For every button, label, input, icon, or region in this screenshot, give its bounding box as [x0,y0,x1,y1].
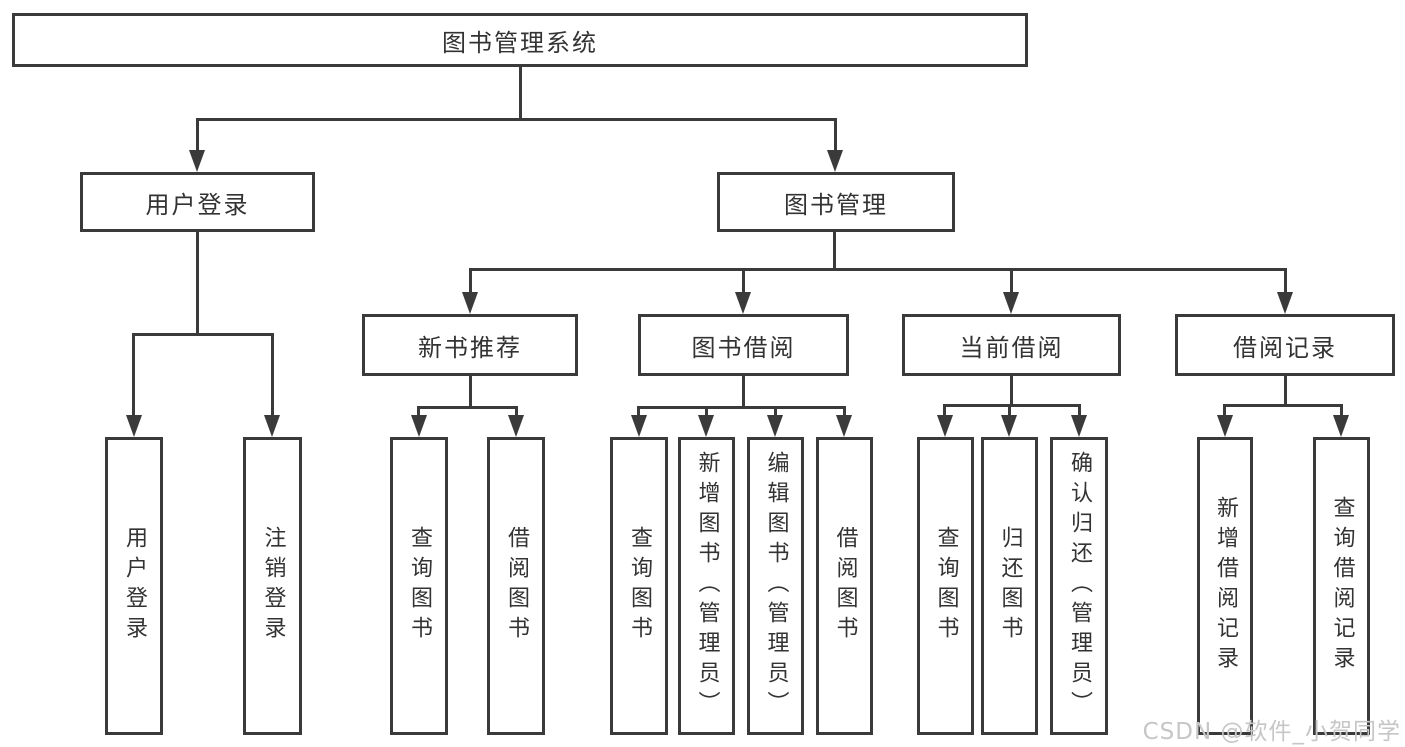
arrow-down-icon [462,292,478,314]
leaf-borrow-books: 借阅图书 [816,437,873,735]
arrow-down-icon [937,415,953,437]
node-borrow-records: 借阅记录 [1175,314,1395,376]
leaf-add-books-admin-label: 新增图书（管理员） [694,451,720,721]
connector-line [515,406,518,417]
leaf-borrow-books-label: 借阅图书 [832,526,858,646]
leaf-query-books-borrowing-label: 查询图书 [627,526,652,646]
connector-line [705,406,708,417]
connector-line [469,376,472,409]
arrow-down-icon [836,415,852,437]
node-user-login: 用户登录 [80,172,315,232]
arrow-down-icon [264,415,280,437]
leaf-add-borrow-record-label: 新增借阅记录 [1213,496,1238,676]
connector-line [742,376,745,409]
node-book-management: 图书管理 [717,172,955,232]
connector-line [519,65,522,120]
connector-line [417,406,420,417]
connector-line [132,333,135,417]
connector-line [943,404,946,417]
connector-line [774,406,777,417]
csdn-watermark: CSDN @软件_小贺同学 [1142,719,1401,745]
node-root-system: 图书管理系统 [12,13,1028,67]
leaf-edit-books-admin: 编辑图书（管理员） [747,437,804,735]
arrow-down-icon [411,415,427,437]
arrow-down-icon [1003,292,1019,314]
node-root-label: 图书管理系统 [442,28,598,57]
leaf-query-books-borrowing: 查询图书 [610,437,668,735]
leaf-user-login-label: 用户登录 [122,526,147,646]
connector-line [1010,376,1013,407]
leaf-query-books-current: 查询图书 [917,437,974,735]
leaf-logout: 注销登录 [243,437,302,735]
connector-line [637,406,640,417]
node-book-management-label: 图书管理 [784,190,888,219]
arrow-down-icon [1277,292,1293,314]
leaf-edit-books-admin-label: 编辑图书（管理员） [763,451,789,721]
connector-line [943,404,1081,407]
arrow-down-icon [126,415,142,437]
connector-line [469,268,472,294]
leaf-query-borrow-record: 查询借阅记录 [1313,437,1370,735]
leaf-add-books-admin: 新增图书（管理员） [678,437,735,735]
arrow-down-icon [767,415,783,437]
arrow-down-icon [508,415,524,437]
node-current-borrowing: 当前借阅 [902,314,1121,376]
node-book-borrowing-label: 图书借阅 [691,333,796,362]
arrow-down-icon [1217,415,1233,437]
connector-line [469,268,1287,271]
arrow-down-icon [631,415,647,437]
arrow-down-icon [189,150,205,172]
connector-line [1284,376,1287,407]
leaf-user-login: 用户登录 [105,437,163,735]
connector-line [843,406,846,417]
connector-line [1340,404,1343,417]
leaf-add-borrow-record: 新增借阅记录 [1197,437,1253,735]
arrow-down-icon [1333,415,1349,437]
connector-line [833,232,836,270]
connector-line [1223,404,1343,407]
leaf-query-borrow-record-label: 查询借阅记录 [1329,496,1355,676]
node-borrow-records-label: 借阅记录 [1233,333,1337,362]
connector-line [1008,404,1011,417]
node-user-login-label: 用户登录 [145,190,250,219]
leaf-confirm-return-admin-label: 确认归还（管理员） [1067,451,1092,721]
node-current-borrowing-label: 当前借阅 [959,333,1064,362]
connector-line [196,232,199,336]
connector-line [271,333,274,417]
leaf-logout-label: 注销登录 [260,526,286,646]
leaf-query-books-recommend: 查询图书 [390,437,448,735]
connector-line [1284,268,1287,294]
connector-line [196,118,199,152]
leaf-return-books: 归还图书 [981,437,1038,735]
connector-line [1223,404,1226,417]
leaf-return-books-label: 归还图书 [997,526,1023,646]
connector-line [834,118,837,152]
connector-line [1078,404,1081,417]
node-book-borrowing: 图书借阅 [638,314,849,376]
connector-line [196,118,837,121]
leaf-query-books-current-label: 查询图书 [933,526,959,646]
connector-line [742,268,745,294]
arrow-down-icon [698,415,714,437]
leaf-confirm-return-admin: 确认归还（管理员） [1050,437,1108,735]
connector-line [1010,268,1013,294]
node-new-book-recommend: 新书推荐 [362,314,578,376]
arrow-down-icon [1071,415,1087,437]
connector-line [637,406,846,409]
leaf-borrow-books-recommend-label: 借阅图书 [504,526,529,646]
arrow-down-icon [735,292,751,314]
connector-line [417,406,518,409]
leaf-query-books-recommend-label: 查询图书 [407,526,432,646]
connector-line [132,333,274,336]
node-new-book-recommend-label: 新书推荐 [418,333,522,362]
leaf-borrow-books-recommend: 借阅图书 [487,437,545,735]
arrow-down-icon [1001,415,1017,437]
arrow-down-icon [827,150,843,172]
